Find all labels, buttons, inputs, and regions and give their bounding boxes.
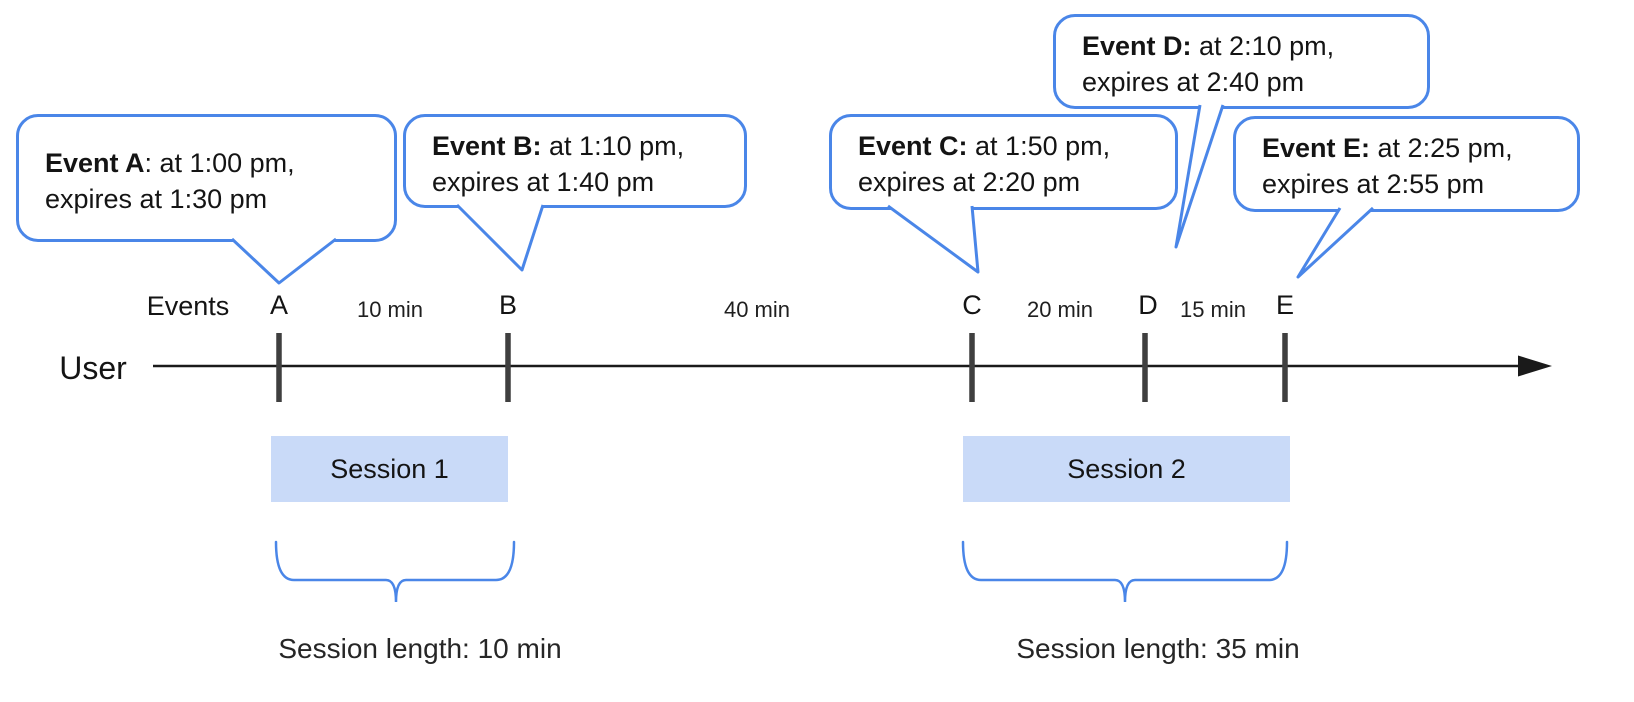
event-d-bubble-line1: Event D: at 2:10 pm, <box>1082 28 1409 64</box>
session-2-label: Session 2 <box>1067 453 1186 484</box>
event-b-bubble-tail <box>455 203 545 272</box>
event-label-c: C <box>962 290 982 320</box>
event-c-bubble-line1: Event C: at 1:50 pm, <box>858 128 1157 164</box>
event-b-bubble: Event B: at 1:10 pm, expires at 1:40 pm <box>403 114 747 208</box>
event-d-bubble-tail <box>1174 104 1225 249</box>
event-a-bubble-time: : at 1:00 pm, <box>144 148 295 178</box>
event-e-bubble: Event E: at 2:25 pm, expires at 2:55 pm <box>1233 116 1580 212</box>
event-a-bubble-tail <box>230 237 337 285</box>
interval-label-a-b: 10 min <box>356 297 424 322</box>
event-a-bubble-title: Event A <box>45 148 145 178</box>
event-a-bubble-line2: expires at 1:30 pm <box>45 184 268 214</box>
event-e-bubble-line1: Event E: at 2:25 pm, <box>1262 130 1559 166</box>
interval-label-d-e: 15 min <box>1179 297 1247 322</box>
event-label-a: A <box>269 290 289 320</box>
events-label: Events <box>146 291 230 321</box>
event-c-bubble-time: at 1:50 pm, <box>967 131 1111 161</box>
event-d-bubble-title: Event D: <box>1082 31 1192 61</box>
event-c-bubble: Event C: at 1:50 pm, expires at 2:20 pm <box>829 114 1178 210</box>
interval-label-c-d: 20 min <box>1026 297 1094 322</box>
event-a-bubble-line1: Event A: at 1:00 pm, <box>45 145 376 181</box>
timeline-arrowhead-icon <box>1518 355 1552 377</box>
event-e-bubble-line2: expires at 2:55 pm <box>1262 169 1485 199</box>
event-e-bubble-tail <box>1296 206 1375 279</box>
event-label-b: B <box>498 290 518 320</box>
event-d-bubble: Event D: at 2:10 pm, expires at 2:40 pm <box>1053 14 1430 109</box>
session-2-box: Session 2 <box>963 436 1290 502</box>
session-1-box: Session 1 <box>271 436 508 502</box>
event-label-d: D <box>1138 290 1158 320</box>
event-b-bubble-title: Event B: <box>432 131 542 161</box>
event-c-bubble-title: Event C: <box>858 131 968 161</box>
session-1-label: Session 1 <box>330 453 449 484</box>
session-1-length-label: Session length: 10 min <box>278 633 562 664</box>
event-label-e: E <box>1275 290 1295 320</box>
event-b-bubble-line1: Event B: at 1:10 pm, <box>432 128 726 164</box>
event-a-bubble: Event A: at 1:00 pm, expires at 1:30 pm <box>16 114 397 242</box>
event-b-bubble-time: at 1:10 pm, <box>541 131 685 161</box>
interval-label-b-c: 40 min <box>723 297 791 322</box>
event-c-bubble-tail <box>887 204 980 274</box>
user-label: User <box>59 350 127 386</box>
event-b-bubble-line2: expires at 1:40 pm <box>432 167 655 197</box>
session-2-length-label: Session length: 35 min <box>1016 633 1300 664</box>
event-d-bubble-time: at 2:10 pm, <box>1191 31 1335 61</box>
event-c-bubble-line2: expires at 2:20 pm <box>858 167 1081 197</box>
session-1-brace <box>274 540 516 603</box>
session-2-brace <box>961 540 1289 603</box>
event-d-bubble-line2: expires at 2:40 pm <box>1082 67 1305 97</box>
event-e-bubble-title: Event E: <box>1262 133 1371 163</box>
event-e-bubble-time: at 2:25 pm, <box>1370 133 1513 163</box>
